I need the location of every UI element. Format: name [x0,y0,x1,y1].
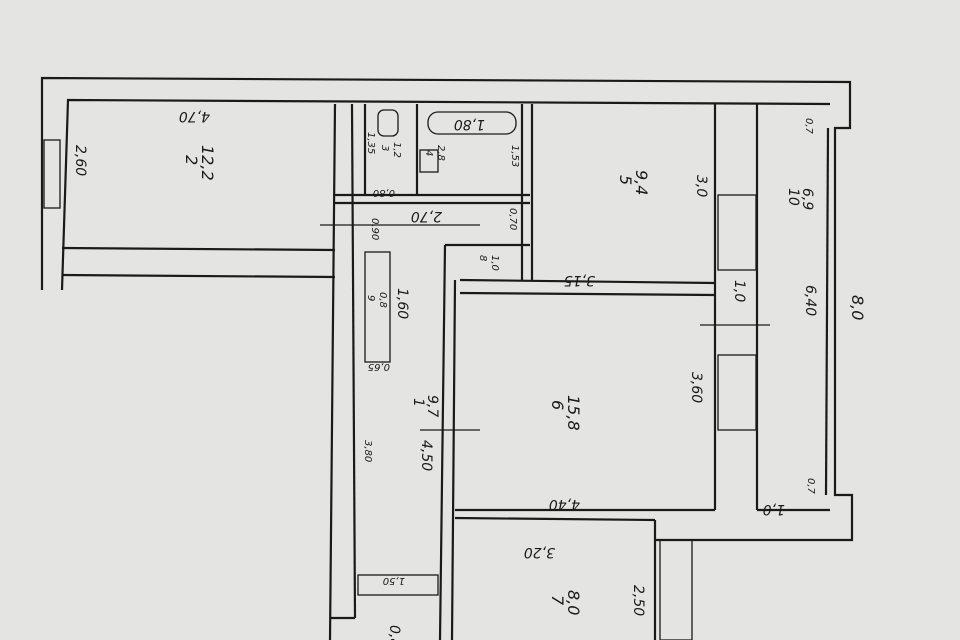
sink-icon [419,149,439,173]
labels: 4,70 2,60 2 12,2 1,35 3 1,2 0,80 4 2,8 1… [72,108,867,640]
dim-640: 6,40 [802,285,818,316]
dim-070: 0,70 [507,208,518,230]
room-9-area: 0,8 [377,292,388,308]
room-6-area: 15,8 [564,395,583,431]
dim-10a: 1,0 [731,280,747,302]
dim-270: 2,70 [411,208,442,224]
room-2-number: 2 [182,155,201,165]
dim-07a: 0,7 [803,118,814,135]
fixtures [43,109,770,640]
window-room7 [659,539,693,640]
room-2-area: 12,2 [198,145,217,181]
room-10-area: 6,9 [799,188,815,210]
dim-065: 0,65 [368,361,390,372]
dim-250: 2,50 [630,585,646,616]
walls [40,76,854,640]
dim-315: 3,15 [564,272,595,288]
dim-470: 4,70 [179,108,210,124]
dim-380: 3,80 [362,440,373,462]
dim-080: 0,80 [373,187,395,198]
toilet-icon [377,109,399,137]
bathtub-icon [427,111,517,135]
room-5-number: 5 [616,175,635,185]
room-8-number: 8 [477,255,488,261]
dim-10b: 1,0 [763,501,785,517]
room-9-number: 9 [365,295,376,301]
closet [364,251,391,363]
room-1-area: 9,7 [424,395,440,417]
dim-440: 4,40 [549,496,580,512]
window-room5 [717,194,757,271]
dim-360: 3,60 [688,372,704,403]
room-7-area: 8,0 [564,590,583,615]
room-1-number: 1 [410,398,426,407]
dim-090: 0,90 [369,218,380,240]
dim-30: 3,0 [693,175,709,197]
room-7-number: 7 [548,595,567,606]
room-4-area: 2,8 [435,145,446,161]
room-10-number: 10 [785,188,801,206]
dim-260: 2,60 [72,145,88,176]
window-left [43,139,61,209]
room-8-area: 1,0 [489,255,500,271]
room-5-area: 9,4 [632,170,651,195]
dim-160: 1,60 [394,288,410,319]
dim-450: 4,50 [418,440,434,471]
dim-08: 0,8 [386,625,402,640]
dim-320: 3,20 [524,544,555,560]
dim-180: 1,80 [454,116,485,132]
room-6-number: 6 [548,400,567,410]
room-3-number: 3 [379,145,390,151]
dim-07b: 0,7 [805,478,816,495]
window-room6 [717,354,757,431]
dim-135: 1,35 [365,132,376,154]
dim-150: 1,50 [383,575,405,586]
room-3-area: 1,2 [391,142,402,158]
room-4-number: 4 [423,150,434,156]
entrance-stair [357,574,439,596]
dim-153: 1,53 [509,145,520,167]
dim-80: 8,0 [848,295,867,320]
